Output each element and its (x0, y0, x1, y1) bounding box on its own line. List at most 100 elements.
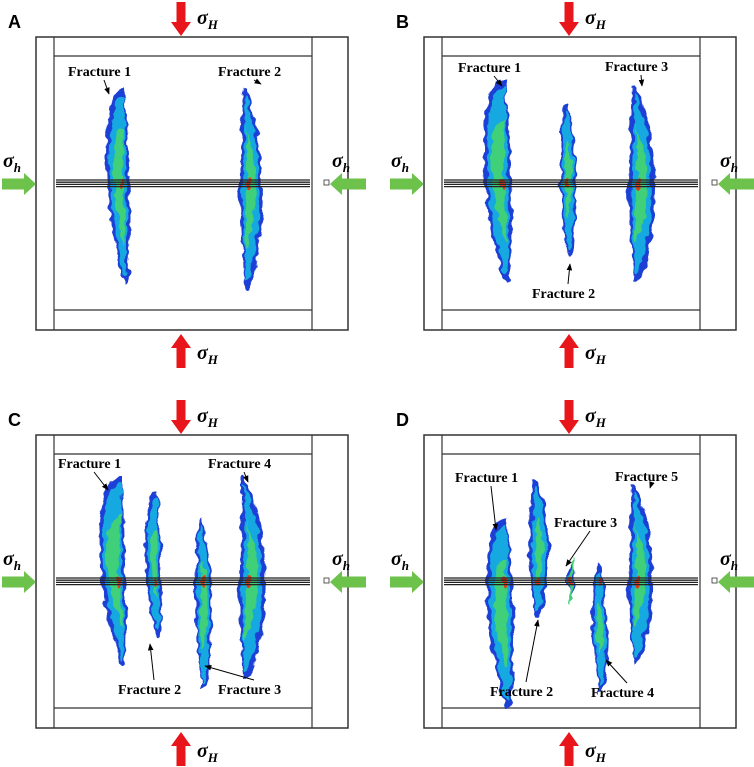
horizontal-wellbore (444, 577, 698, 586)
fracture-2 (529, 478, 550, 618)
fracture-core-zone (245, 127, 256, 249)
sigma-symbol: σ (197, 740, 209, 762)
subscript-H: H (595, 750, 607, 765)
fracture-label: Fracture 2 (118, 683, 181, 698)
fracture-label: Fracture 3 (605, 60, 668, 75)
min-stress-label-left: σh (391, 150, 409, 175)
max-stress-arrow-bottom (559, 732, 579, 766)
leader-line (638, 74, 645, 87)
max-stress-label-bottom: σH (585, 740, 607, 765)
subscript-H: H (595, 17, 607, 32)
fracture-label: Fracture 2 (490, 685, 553, 700)
fracture-1 (486, 518, 515, 708)
panel-label: A (8, 12, 21, 32)
subscript-h: h (731, 160, 738, 175)
fracture-core-zone (491, 120, 507, 242)
fracture-core-zone (106, 516, 123, 628)
fracture-1 (483, 80, 513, 282)
min-stress-arrow-right (718, 571, 754, 593)
fracture-1 (99, 476, 127, 668)
max-stress-arrow-bottom (559, 334, 579, 368)
model-boundary (35, 36, 349, 331)
subscript-h: h (14, 160, 21, 175)
fracture-2 (144, 490, 162, 638)
sigma-symbol: σ (391, 548, 403, 570)
min-stress-label-right: σh (720, 150, 738, 175)
fracture-label: Fracture 1 (455, 471, 518, 486)
fractures-group (106, 87, 263, 289)
min-stress-arrow-left (2, 173, 36, 195)
subscript-H: H (207, 17, 219, 32)
subscript-H: H (207, 415, 219, 430)
fractures-group (99, 476, 266, 690)
leader-line (493, 75, 503, 87)
leader-line (93, 471, 109, 491)
fracture-5 (628, 483, 654, 666)
subscript-h: h (402, 160, 409, 175)
subscript-h: h (402, 558, 409, 573)
max-stress-arrow-bottom (171, 732, 191, 766)
fracture-label: Fracture 2 (218, 65, 281, 80)
fracture-core-zone (634, 124, 648, 242)
max-stress-label-bottom: σH (585, 342, 607, 367)
subscript-h: h (731, 558, 738, 573)
subscript-h: h (14, 558, 21, 573)
leader-line (566, 263, 573, 285)
leader-line (565, 530, 591, 567)
min-stress-label-right: σh (720, 548, 738, 573)
wellbore-toe-marker (711, 179, 718, 186)
max-stress-label-top: σH (585, 405, 607, 430)
min-stress-arrow-left (390, 571, 424, 593)
fracture-3 (628, 84, 656, 282)
fracture-label: Fracture 4 (591, 686, 654, 701)
horizontal-wellbore (56, 577, 310, 586)
max-stress-arrow-top (171, 2, 191, 36)
fracture-label: Fracture 3 (554, 516, 617, 531)
fracture-label: Fracture 1 (68, 65, 131, 80)
sigma-symbol: σ (585, 740, 597, 762)
subscript-H: H (595, 415, 607, 430)
sigma-symbol: σ (585, 342, 597, 364)
min-stress-arrow-right (718, 173, 754, 195)
leader-line (147, 643, 155, 681)
wellbore-toe-marker (711, 577, 718, 584)
min-stress-arrow-left (2, 571, 36, 593)
leader-line (490, 485, 499, 531)
max-stress-label-top: σH (197, 405, 219, 430)
fracture-label: Fracture 5 (615, 470, 678, 485)
sigma-symbol: σ (585, 7, 597, 29)
wellbore-toe-marker (323, 179, 330, 186)
max-stress-label-bottom: σH (197, 342, 219, 367)
max-stress-label-bottom: σH (197, 740, 219, 765)
fracture-core-zone (596, 603, 604, 653)
leader-line (243, 471, 249, 483)
min-stress-label-right: σh (332, 548, 350, 573)
sigma-symbol: σ (197, 405, 209, 427)
subscript-H: H (207, 352, 219, 367)
fractures-group (486, 478, 654, 708)
sigma-symbol: σ (332, 150, 344, 172)
sigma-symbol: σ (391, 150, 403, 172)
min-stress-label-left: σh (391, 548, 409, 573)
fracture-label: Fracture 2 (532, 287, 595, 302)
subscript-H: H (595, 352, 607, 367)
sigma-symbol: σ (332, 548, 344, 570)
wellbore-toe-marker (323, 577, 330, 584)
leader-line (605, 659, 628, 684)
leader-line (204, 665, 255, 681)
model-boundary (35, 434, 349, 729)
sigma-symbol: σ (3, 150, 15, 172)
min-stress-label-left: σh (3, 548, 21, 573)
sigma-symbol: σ (585, 405, 597, 427)
leader-line (649, 481, 655, 489)
fracture-core-zone (633, 523, 646, 626)
panel-label: B (396, 12, 409, 32)
subscript-H: H (207, 750, 219, 765)
fracture-label: Fracture 1 (458, 61, 521, 76)
horizontal-wellbore (56, 179, 310, 188)
sigma-symbol: σ (197, 342, 209, 364)
